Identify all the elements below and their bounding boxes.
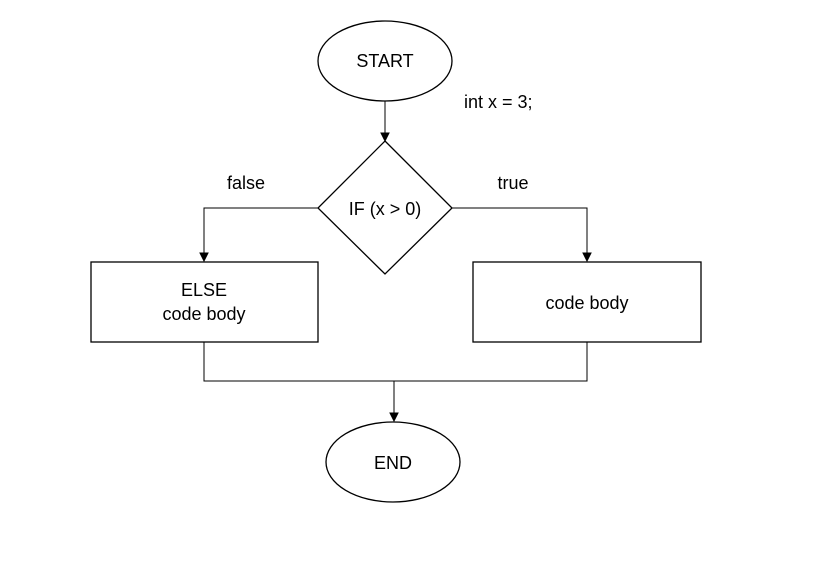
decision-diamond xyxy=(317,140,453,275)
annotations: int x = 3; false true xyxy=(227,92,533,193)
false-branch-label: false xyxy=(227,173,265,193)
edge-start-to-decision-arrowhead xyxy=(380,132,390,143)
edge-merge-to-end-arrowhead xyxy=(389,412,399,423)
start-node: START xyxy=(317,20,453,102)
true-box-label: code body xyxy=(545,293,628,313)
end-node: END xyxy=(325,421,461,503)
edge-true-to-merge xyxy=(394,342,588,382)
true-branch-label: true xyxy=(497,173,528,193)
init-annotation: int x = 3; xyxy=(464,92,533,112)
edges xyxy=(199,101,592,423)
else-node: ELSE code body xyxy=(90,261,319,343)
decision-label: IF (x > 0) xyxy=(349,199,422,219)
edge-else-to-merge xyxy=(203,342,394,382)
else-box xyxy=(90,261,319,343)
true-box xyxy=(472,261,702,343)
edge-decision-to-else-arrowhead xyxy=(199,252,209,263)
else-label-line2: code body xyxy=(162,304,245,324)
end-ellipse xyxy=(325,421,461,503)
start-ellipse xyxy=(317,20,453,102)
decision-node: IF (x > 0) xyxy=(317,140,453,275)
end-label: END xyxy=(374,453,412,473)
edge-decision-to-else xyxy=(203,207,318,254)
edge-decision-to-true-arrowhead xyxy=(582,252,592,263)
true-node: code body xyxy=(472,261,702,343)
start-label: START xyxy=(356,51,413,71)
edge-decision-to-true xyxy=(452,207,588,254)
else-label-line1: ELSE xyxy=(181,280,227,300)
